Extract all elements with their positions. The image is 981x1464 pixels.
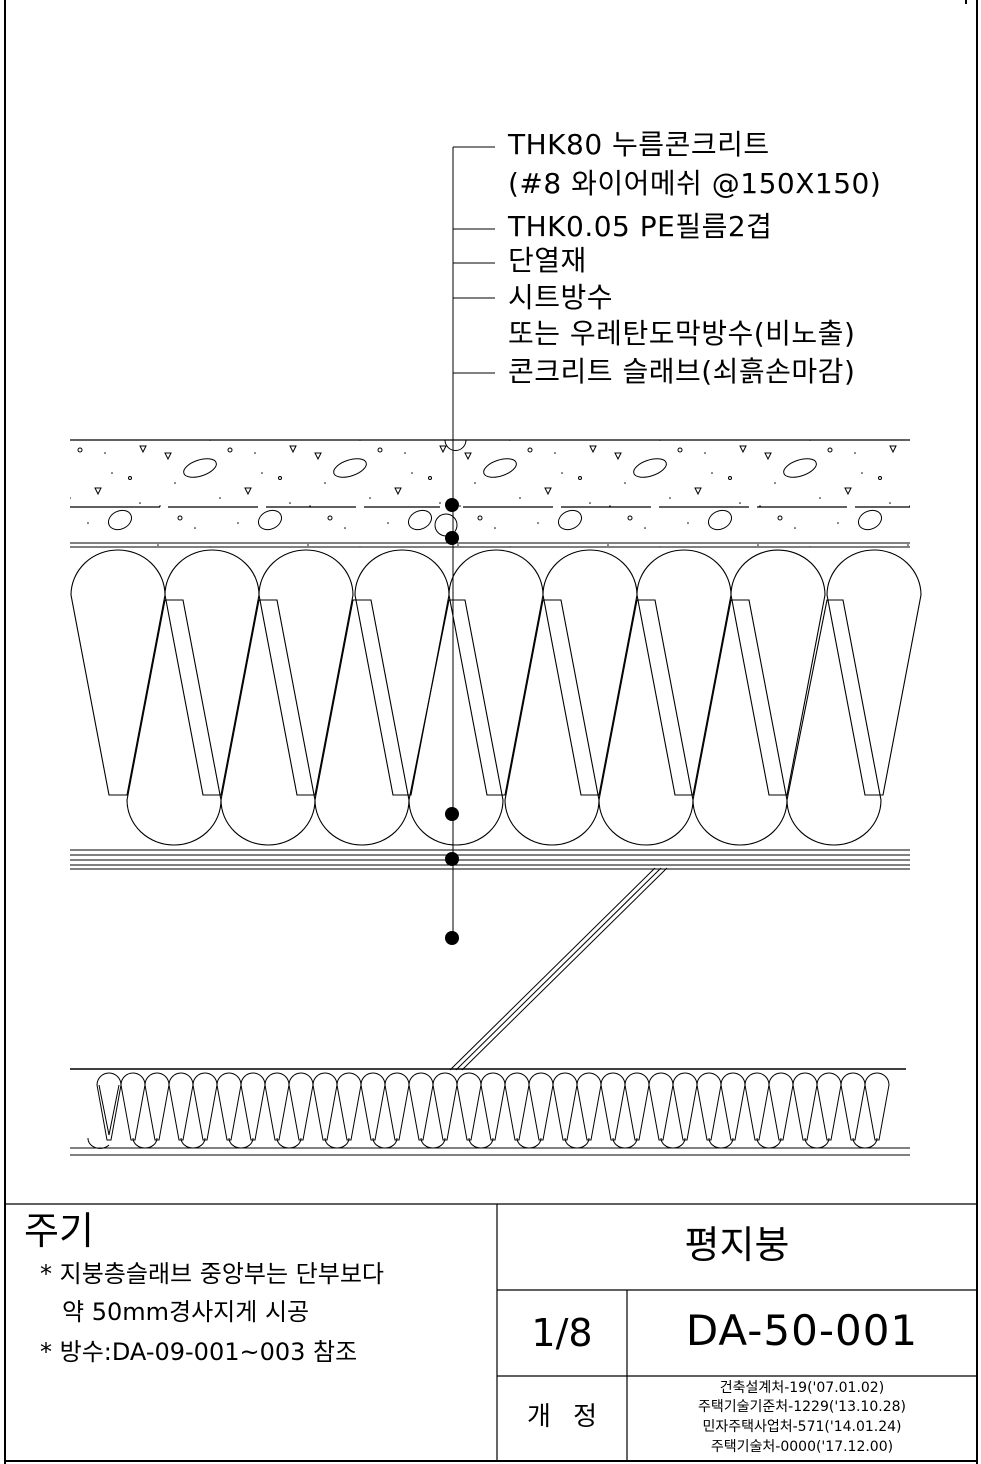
insulation-batt-top (258, 549, 354, 796)
insulation-batt-top (164, 549, 260, 796)
insulation-batt-top (354, 549, 450, 796)
revision-entry: 건축설계처-19('07.01.02) (719, 1380, 885, 1396)
callout-urethane-waterproofing: 또는 우레탄도막방수(비노출) (508, 317, 856, 350)
note-item: 약 50mm경사지게 시공 (62, 1298, 310, 1326)
insulation-batt-bottom (408, 599, 504, 846)
callout-wire-mesh: (#8 와이어메쉬 @150X150) (508, 167, 882, 200)
insulation-batt-top (448, 549, 544, 796)
insulation-batt-top (70, 549, 166, 796)
title-block-lines (5, 1203, 977, 1461)
insulation-batt-bottom (220, 599, 316, 846)
callout-concrete-slab: 콘크리트 슬래브(쇠흙손마감) (508, 355, 856, 388)
slab-break-line (449, 867, 668, 1071)
insulation-batt-top (542, 549, 638, 796)
concrete-slab-insulation (70, 1068, 910, 1156)
insulation-batt-bottom (504, 599, 600, 846)
leader-dot (445, 807, 459, 821)
insulation-batt-bottom (692, 599, 788, 846)
leader-dot (445, 931, 459, 945)
drawing-number: DA-50-001 (685, 1306, 919, 1355)
callout-insulation: 단열재 (508, 244, 587, 277)
insulation-batt-top (730, 549, 826, 796)
sheet-border (4, 0, 978, 1464)
insulation-layer (70, 549, 922, 870)
notes-title: 주기 (24, 1209, 94, 1253)
callout-sheet-waterproofing: 시트방수 (508, 281, 614, 314)
revision-entry: 주택기술처-0000('17.12.00) (710, 1439, 894, 1455)
leader-dot (445, 498, 459, 512)
insulation-batt-top (826, 549, 922, 796)
drawing-title: 평지붕 (684, 1223, 790, 1267)
leader-dots (445, 498, 459, 945)
insulation-batt-bottom (126, 599, 222, 846)
note-item: * 방수:DA-09-001~003 참조 (40, 1338, 358, 1366)
insulation-batt-bottom (786, 599, 882, 846)
revision-entry: 주택기술기준처-1229('13.10.28) (698, 1399, 906, 1415)
insulation-batt-top (636, 549, 732, 796)
leader-dot (445, 852, 459, 866)
insulation-batt-bottom (598, 599, 694, 846)
note-item: * 지붕층슬래브 중앙부는 단부보다 (40, 1260, 385, 1288)
pressing-concrete-layer (70, 439, 910, 548)
revision-entry: 민자주택사업처-571('14.01.24) (702, 1419, 902, 1435)
insulation-batt-bottom (314, 599, 410, 846)
revision-label: 개 정 (526, 1402, 598, 1432)
callout-pe-film: THK0.05 PE필름2겹 (508, 210, 773, 243)
callout-pressing-concrete: THK80 누름콘크리트 (508, 128, 770, 161)
leader-dot (445, 531, 459, 545)
drawing-scale: 1/8 (531, 1311, 593, 1355)
